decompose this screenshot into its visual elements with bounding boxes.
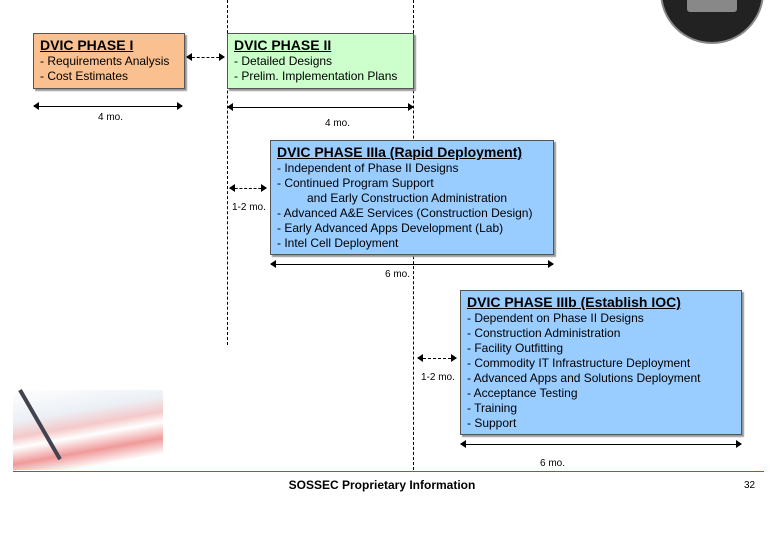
phase-item: - Prelim. Implementation Plans — [234, 69, 398, 83]
duration-arrow — [227, 103, 414, 111]
duration-arrow — [270, 260, 554, 268]
footer-rule — [13, 471, 764, 472]
duration-arrow — [460, 440, 742, 448]
phase-item: - Construction Administration — [467, 326, 621, 340]
phase-title: DVIC PHASE I — [40, 37, 134, 53]
flag-eagle-image — [13, 389, 163, 470]
phase-item: - Acceptance Testing — [467, 386, 578, 400]
phase-1-box: DVIC PHASE I - Requirements Analysis - C… — [33, 33, 185, 89]
phase-title: DVIC PHASE IIIb (Establish IOC) — [467, 294, 681, 310]
phase-item: - Continued Program Support — [277, 176, 434, 190]
duration-label: 6 mo. — [540, 458, 566, 469]
gap-label: 1-2 mo. — [421, 372, 455, 383]
duration-label: 4 mo. — [325, 118, 351, 129]
phase-item: - Requirements Analysis — [40, 54, 170, 68]
transition-arrow — [186, 53, 225, 61]
duration-arrow — [33, 102, 183, 110]
gap-arrow — [229, 184, 267, 192]
gap-arrow — [417, 354, 457, 362]
phase-item: - Dependent on Phase II Designs — [467, 311, 644, 325]
phase-title: DVIC PHASE II — [234, 37, 332, 53]
duration-label: 4 mo. — [98, 112, 124, 123]
phase-item: - Cost Estimates — [40, 69, 129, 83]
phase-item: - Independent of Phase II Designs — [277, 161, 459, 175]
phase-item: - Early Advanced Apps Development (Lab) — [277, 221, 504, 235]
phase-item: - Commodity IT Infrastructure Deployment — [467, 356, 691, 370]
phase-item: - Intel Cell Deployment — [277, 236, 399, 250]
phase-item: - Support — [467, 416, 517, 430]
page-number: 32 — [744, 480, 756, 491]
phase-item: - Facility Outfitting — [467, 341, 564, 355]
phase-item: - Advanced Apps and Solutions Deployment — [467, 371, 701, 385]
phase-3a-box: DVIC PHASE IIIa (Rapid Deployment) - Ind… — [270, 140, 554, 255]
phase-2-box: DVIC PHASE II - Detailed Designs - Preli… — [227, 33, 414, 89]
seal-logo — [660, 0, 764, 44]
phase-item: - Training — [467, 401, 518, 415]
duration-label: 6 mo. — [385, 269, 411, 280]
phase-3b-box: DVIC PHASE IIIb (Establish IOC) - Depend… — [460, 290, 742, 435]
phase-title: DVIC PHASE IIIa (Rapid Deployment) — [277, 144, 523, 160]
phase-item: - Detailed Designs — [234, 54, 333, 68]
phase-boundary-line — [227, 0, 228, 345]
phase-item: and Early Construction Administration — [307, 191, 508, 205]
gap-label: 1-2 mo. — [232, 202, 266, 213]
footer-text: SOSSEC Proprietary Information — [288, 478, 476, 492]
phase-item: - Advanced A&E Services (Construction De… — [277, 206, 533, 220]
